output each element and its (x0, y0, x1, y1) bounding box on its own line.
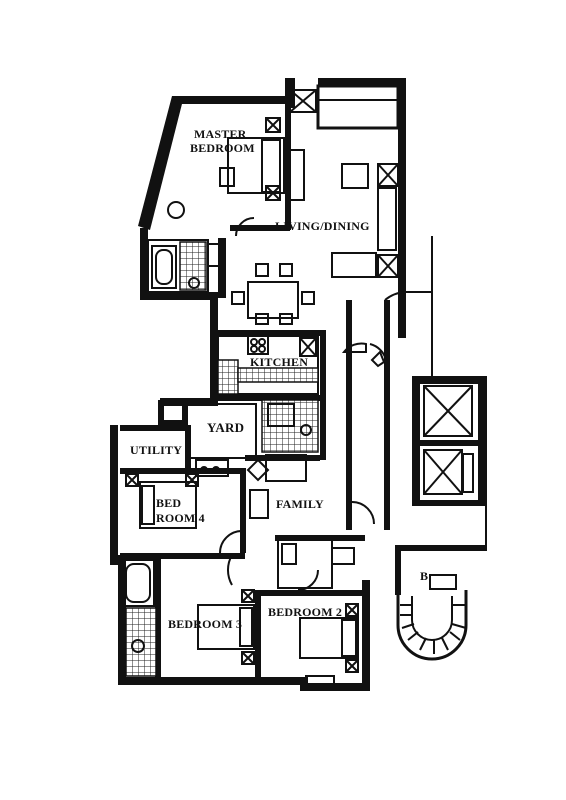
master-bedroom-label-line1: MASTER (194, 127, 247, 141)
common-corridor (406, 236, 487, 545)
bedroom-3-label: BEDROOM 3 (168, 617, 242, 631)
yard-utility (158, 400, 307, 482)
bedroom-4-label-line2: ROOM 4 (156, 511, 205, 525)
lift-core (412, 376, 486, 506)
entry-door (341, 342, 387, 368)
bedroom-4-furniture (125, 473, 269, 554)
kitchen (217, 335, 319, 453)
bedroom-2-furniture (299, 603, 359, 689)
master-bedroom-furniture (167, 117, 305, 237)
family-label: FAMILY (276, 497, 324, 511)
yard-label: YARD (207, 420, 244, 435)
master-bedroom-label-line2: BEDROOM (190, 141, 255, 155)
master-bath (147, 239, 221, 293)
interior-walls (120, 100, 365, 685)
balcony (289, 84, 400, 130)
stair-core (395, 545, 487, 661)
kitchen-label: KITCHEN (250, 355, 308, 369)
cut-off-label: B (420, 569, 428, 583)
utility-label: UTILITY (130, 443, 182, 457)
exterior-walls (110, 78, 406, 691)
bedroom-4-label-line1: BED (156, 496, 181, 510)
living-dining-furniture (231, 163, 406, 335)
family-furniture (227, 501, 375, 591)
bedroom-3-furniture (121, 559, 255, 677)
living-dining-label: LIVING/DINING (275, 219, 370, 233)
bedroom-2-label: BEDROOM 2 (268, 605, 342, 619)
